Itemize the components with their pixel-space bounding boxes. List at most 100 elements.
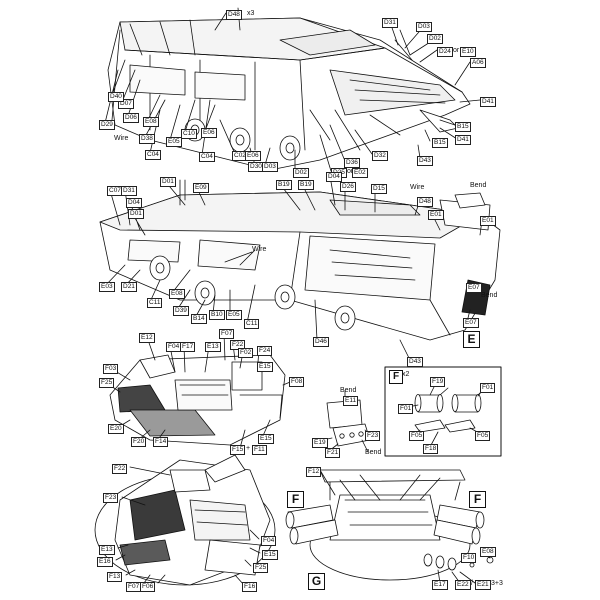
part-number-label: F11 xyxy=(252,445,267,455)
part-number-label: F19 xyxy=(430,377,446,387)
part-number-label: D03 xyxy=(262,162,278,172)
part-number-label: F23 xyxy=(103,493,119,503)
annotation-text: Wire xyxy=(114,135,129,142)
part-number-label: F02 xyxy=(238,348,254,358)
part-number-label: E01 xyxy=(428,210,444,220)
part-number-label: E08 xyxy=(480,547,496,557)
part-number-label: D03 xyxy=(416,22,432,32)
part-number-label: D41 xyxy=(455,135,471,145)
part-number-label: E11 xyxy=(343,396,359,406)
part-number-label: D48 xyxy=(417,197,433,207)
part-number-label: F17 xyxy=(180,342,196,352)
part-number-label: D02 xyxy=(427,34,443,44)
part-number-label: E07 xyxy=(463,318,479,328)
part-number-label: F15 xyxy=(230,445,246,455)
part-number-label: E17 xyxy=(432,580,448,590)
part-number-label: D01 xyxy=(160,177,176,187)
annotation-text: x3 xyxy=(247,10,255,17)
hull-assembly-view-1 xyxy=(104,7,481,172)
part-number-label: F23 xyxy=(365,431,381,441)
part-number-label: F03 xyxy=(103,364,119,374)
part-number-label: E03 xyxy=(99,282,115,292)
part-number-label: D43 xyxy=(417,156,433,166)
part-number-label: C11 xyxy=(147,298,163,308)
part-number-label: E06 xyxy=(245,151,261,161)
part-number-label: E13 xyxy=(99,545,115,555)
annotation-text: Bend xyxy=(470,182,487,189)
part-number-label: F16 xyxy=(242,582,258,592)
part-number-label: D43 xyxy=(407,357,423,367)
part-number-label: E07 xyxy=(466,283,482,293)
turret-interior-view xyxy=(104,332,296,449)
part-number-label: E10 xyxy=(460,47,476,57)
part-number-label: D36 xyxy=(344,158,360,168)
part-number-label: C11 xyxy=(244,319,260,329)
part-number-label: B10 xyxy=(209,310,225,320)
part-number-label: D41 xyxy=(480,97,496,107)
part-number-label: F12 xyxy=(306,467,322,477)
part-number-label: D46 xyxy=(313,337,329,347)
annotation-text: or xyxy=(347,168,354,175)
part-number-label: E12 xyxy=(139,333,155,343)
turret-view-g1 xyxy=(94,454,276,586)
step-marker-f: F xyxy=(287,491,304,508)
part-number-label: A06 xyxy=(470,58,486,68)
part-number-label: F07 xyxy=(219,329,235,339)
step-marker-f: F xyxy=(469,491,486,508)
annotation-text: Bend xyxy=(481,292,498,299)
part-number-label: E08 xyxy=(169,289,185,299)
step-marker-e: E xyxy=(463,331,480,348)
part-number-label: E16 xyxy=(97,557,113,567)
part-number-label: D39 xyxy=(173,306,189,316)
part-number-label: E20 xyxy=(108,424,124,434)
part-number-label: E06 xyxy=(201,128,217,138)
part-number-label: D31 xyxy=(121,186,137,196)
part-number-label: D32 xyxy=(372,151,388,161)
part-number-label: D15 xyxy=(371,184,387,194)
part-number-label: F05 xyxy=(409,431,425,441)
part-number-label: D29 xyxy=(99,120,115,130)
part-number-label: F10 xyxy=(461,553,477,563)
part-number-label: F13 xyxy=(107,572,123,582)
part-number-label: E01 xyxy=(480,216,496,226)
part-number-label: F08 xyxy=(289,377,305,387)
part-number-label: E05 xyxy=(166,137,182,147)
part-number-label: E15 xyxy=(258,434,274,444)
part-number-label: F24 xyxy=(257,346,273,356)
part-number-label: D21 xyxy=(121,282,137,292)
part-number-label: D40 xyxy=(108,92,124,102)
part-number-label: F14 xyxy=(153,437,169,447)
annotation-text: Bend xyxy=(340,387,357,394)
part-number-label: E02 xyxy=(352,168,368,178)
part-number-label: E08 xyxy=(143,117,159,127)
part-number-label: E22 xyxy=(455,580,471,590)
part-number-label: C10 xyxy=(181,129,197,139)
part-number-label: F25 xyxy=(253,563,269,573)
part-number-label: B19 xyxy=(298,180,314,190)
part-number-label: F22 xyxy=(112,464,128,474)
annotation-text: Bend xyxy=(365,449,382,456)
part-number-label: B19 xyxy=(276,180,292,190)
part-number-label: E21 xyxy=(475,580,491,590)
part-number-label: D04 xyxy=(126,198,142,208)
annotation-text: / xyxy=(471,580,473,587)
part-number-label: E19 xyxy=(312,438,328,448)
part-number-label: D31 xyxy=(382,18,398,28)
part-number-label: F04 xyxy=(261,536,277,546)
part-number-label: E05 xyxy=(226,310,242,320)
step-marker-f: F xyxy=(389,370,403,384)
part-number-label: E15 xyxy=(262,550,278,560)
part-number-label: D06 xyxy=(123,113,139,123)
part-number-label: B14 xyxy=(191,314,207,324)
part-number-label: F01 xyxy=(398,404,414,414)
part-number-label: B15 xyxy=(432,138,448,148)
part-number-label: F22 xyxy=(230,340,246,350)
part-number-label: F07 xyxy=(126,582,142,592)
part-number-label: F01 xyxy=(480,383,496,393)
part-number-label: B15 xyxy=(455,122,471,132)
step-marker-g: G xyxy=(308,573,325,590)
part-number-label: F06 xyxy=(140,582,156,592)
annotation-text: Wire xyxy=(410,184,425,191)
